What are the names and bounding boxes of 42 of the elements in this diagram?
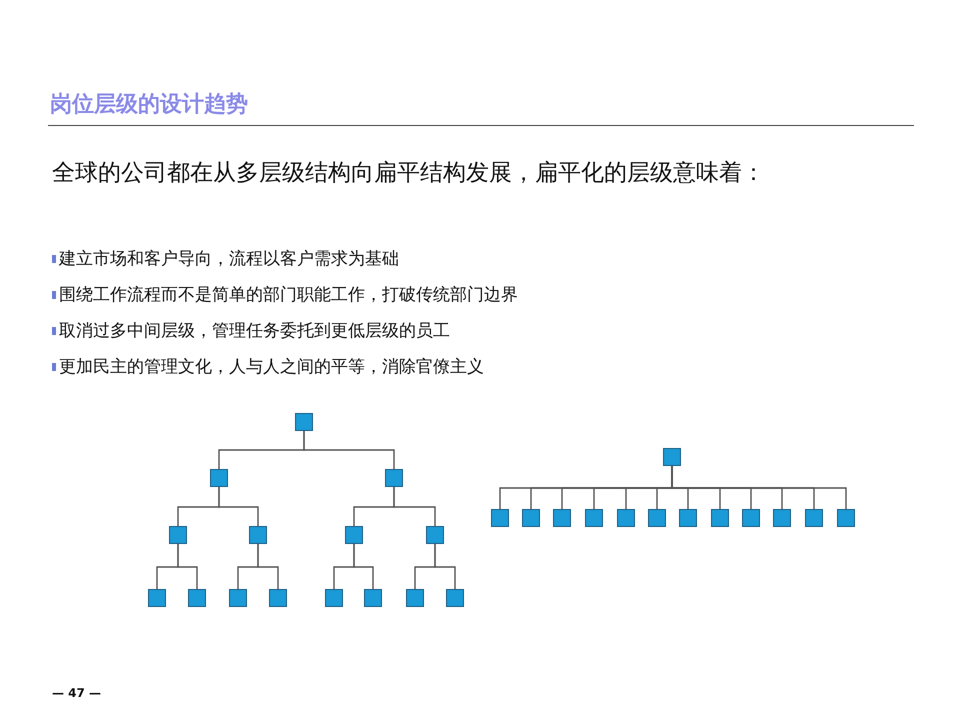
org-chart-box <box>188 589 206 607</box>
org-chart-box <box>385 469 403 487</box>
org-chart-box <box>805 509 823 527</box>
connector-line <box>393 487 436 526</box>
connector-line <box>434 544 456 589</box>
org-chart-box <box>742 509 760 527</box>
bullet-text: 围绕工作流程而不是简单的部门职能工作，打破传统部门边界 <box>59 284 518 306</box>
org-chart-box <box>148 589 166 607</box>
connector-line <box>257 544 279 589</box>
intro-text: 全球的公司都在从多层级结构向扁平结构发展，扁平化的层级意味着： <box>52 159 765 188</box>
connector-line <box>303 431 395 469</box>
org-chart-box <box>426 526 444 544</box>
org-chart-box <box>210 469 228 487</box>
bullet-text: 更加民主的管理文化，人与人之间的平等，消除官僚主义 <box>59 356 484 378</box>
org-chart-box <box>406 589 424 607</box>
org-chart-box <box>648 509 666 527</box>
org-chart-box <box>229 589 247 607</box>
org-chart-box <box>679 509 697 527</box>
page-number: — 47 — <box>52 685 102 702</box>
bullet-text: 建立市场和客户导向，流程以客户需求为基础 <box>59 248 399 270</box>
connector-line <box>177 544 198 589</box>
connector-line <box>218 487 259 526</box>
slide-title: 岗位层级的设计趋势 <box>50 91 248 119</box>
bullet-text: 取消过多中间层级，管理任务委托到更低层级的员工 <box>59 320 450 342</box>
org-chart-box <box>837 509 855 527</box>
org-chart-box <box>325 589 343 607</box>
org-chart-box <box>249 526 267 544</box>
org-chart-box <box>522 509 540 527</box>
org-chart-box <box>617 509 635 527</box>
connector-line <box>353 544 374 589</box>
org-chart-box <box>663 448 681 466</box>
org-chart-box <box>169 526 187 544</box>
org-chart-box <box>711 509 729 527</box>
org-chart-box <box>553 509 571 527</box>
org-chart-box <box>295 413 313 431</box>
org-chart-box <box>585 509 603 527</box>
org-chart-box <box>773 509 791 527</box>
org-chart-box <box>364 589 382 607</box>
org-chart-box <box>345 526 363 544</box>
org-chart-box <box>491 509 509 527</box>
org-chart-box <box>446 589 464 607</box>
org-chart-box <box>269 589 287 607</box>
